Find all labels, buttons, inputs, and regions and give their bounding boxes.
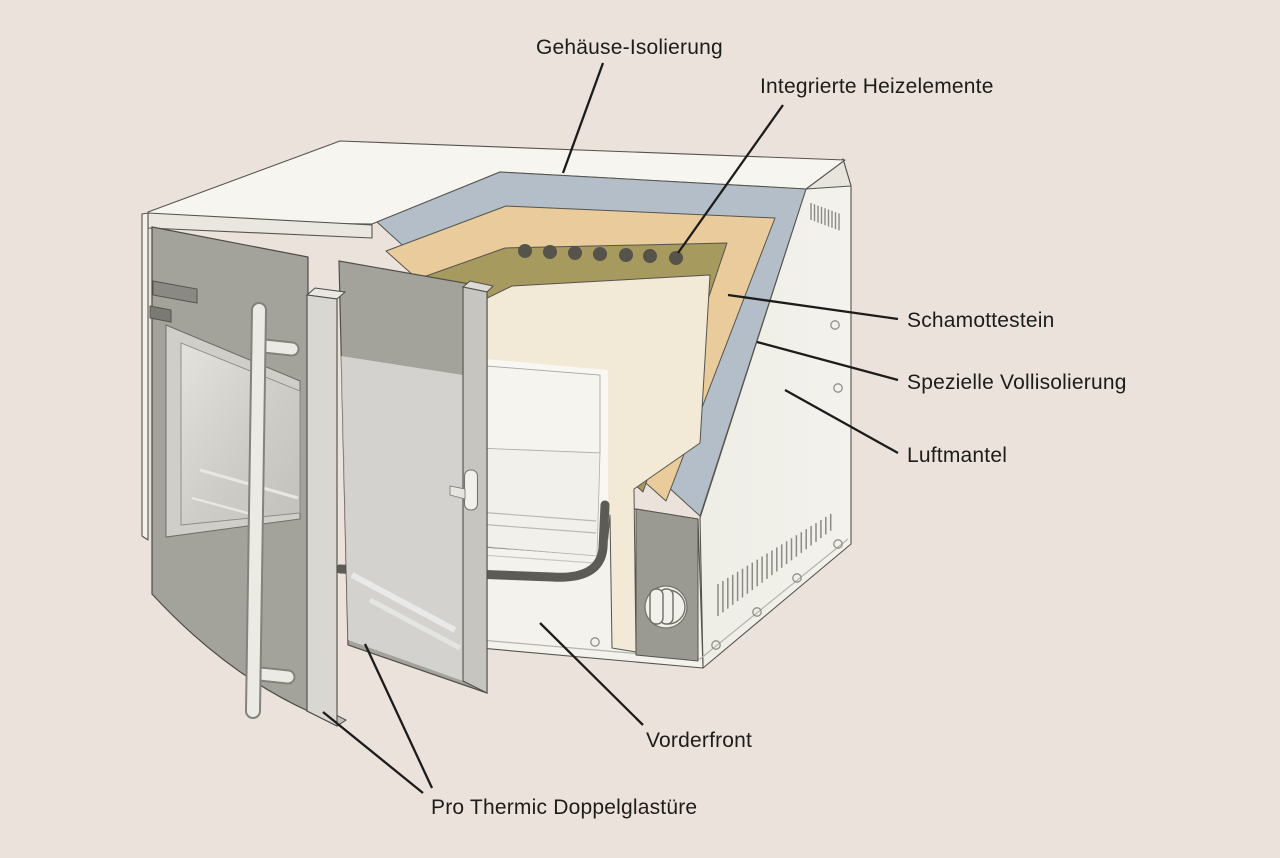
door-handle[interactable] — [247, 304, 265, 717]
screws — [590, 320, 843, 650]
heating-hole-icon — [593, 247, 607, 261]
label-full-insulation: Spezielle Vollisolierung — [907, 371, 1127, 394]
door-edge — [306, 294, 338, 727]
leader-air-jacket — [784, 388, 899, 455]
label-double-glass-door: Pro Thermic Doppelglastüre — [431, 796, 698, 819]
glass-reflection — [368, 597, 462, 651]
inner-door-glass — [341, 356, 463, 681]
screw-icon — [833, 383, 843, 393]
label-housing-insulation: Gehäuse-Isolierung — [536, 36, 723, 59]
leader-front-panel — [539, 622, 644, 726]
screw-icon — [833, 539, 843, 549]
leader-firebrick — [727, 293, 899, 321]
knob-grip-front[interactable] — [649, 588, 664, 625]
heating-hole-icon — [643, 249, 657, 263]
leader-lines — [322, 62, 899, 794]
hinge-bracket — [149, 305, 172, 323]
hinge-top — [152, 280, 198, 304]
heating-element-holes — [518, 244, 683, 265]
screw-icon — [792, 573, 802, 583]
leader-housing-insulation — [561, 62, 605, 174]
outer-door[interactable] — [151, 226, 347, 727]
heating-hole-icon — [669, 251, 683, 265]
screw-icon — [711, 640, 721, 650]
label-heating-elements: Integrierte Heizelemente — [760, 75, 994, 98]
screw-icon — [830, 320, 840, 330]
screw-icon — [752, 607, 762, 617]
leader-door-outer — [363, 643, 434, 789]
label-air-jacket: Luftmantel — [907, 444, 1008, 467]
leader-door-inner — [322, 711, 424, 794]
latch-pin — [449, 485, 466, 500]
heating-hole-icon — [568, 246, 582, 260]
top-vent-slits — [810, 203, 840, 231]
side-vent-slits — [717, 513, 832, 616]
label-front-panel: Vorderfront — [646, 729, 753, 752]
power-cable — [335, 500, 610, 582]
heating-hole-icon — [543, 245, 557, 259]
screw-icon — [590, 637, 600, 647]
door-latch[interactable] — [463, 469, 479, 511]
label-firebrick: Schamottestein — [907, 309, 1055, 332]
leader-heating-elements — [677, 104, 784, 254]
glass-reflection — [350, 572, 457, 633]
leader-full-insulation — [756, 340, 899, 382]
handle-standoff — [254, 668, 294, 683]
handle-standoff — [258, 340, 298, 355]
side-base-seam — [699, 538, 849, 660]
heating-hole-icon — [619, 248, 633, 262]
control-panel — [635, 508, 699, 662]
housing-left-edge — [141, 212, 149, 541]
heating-hole-icon — [518, 244, 532, 258]
inner-glass-door[interactable] — [338, 260, 495, 694]
